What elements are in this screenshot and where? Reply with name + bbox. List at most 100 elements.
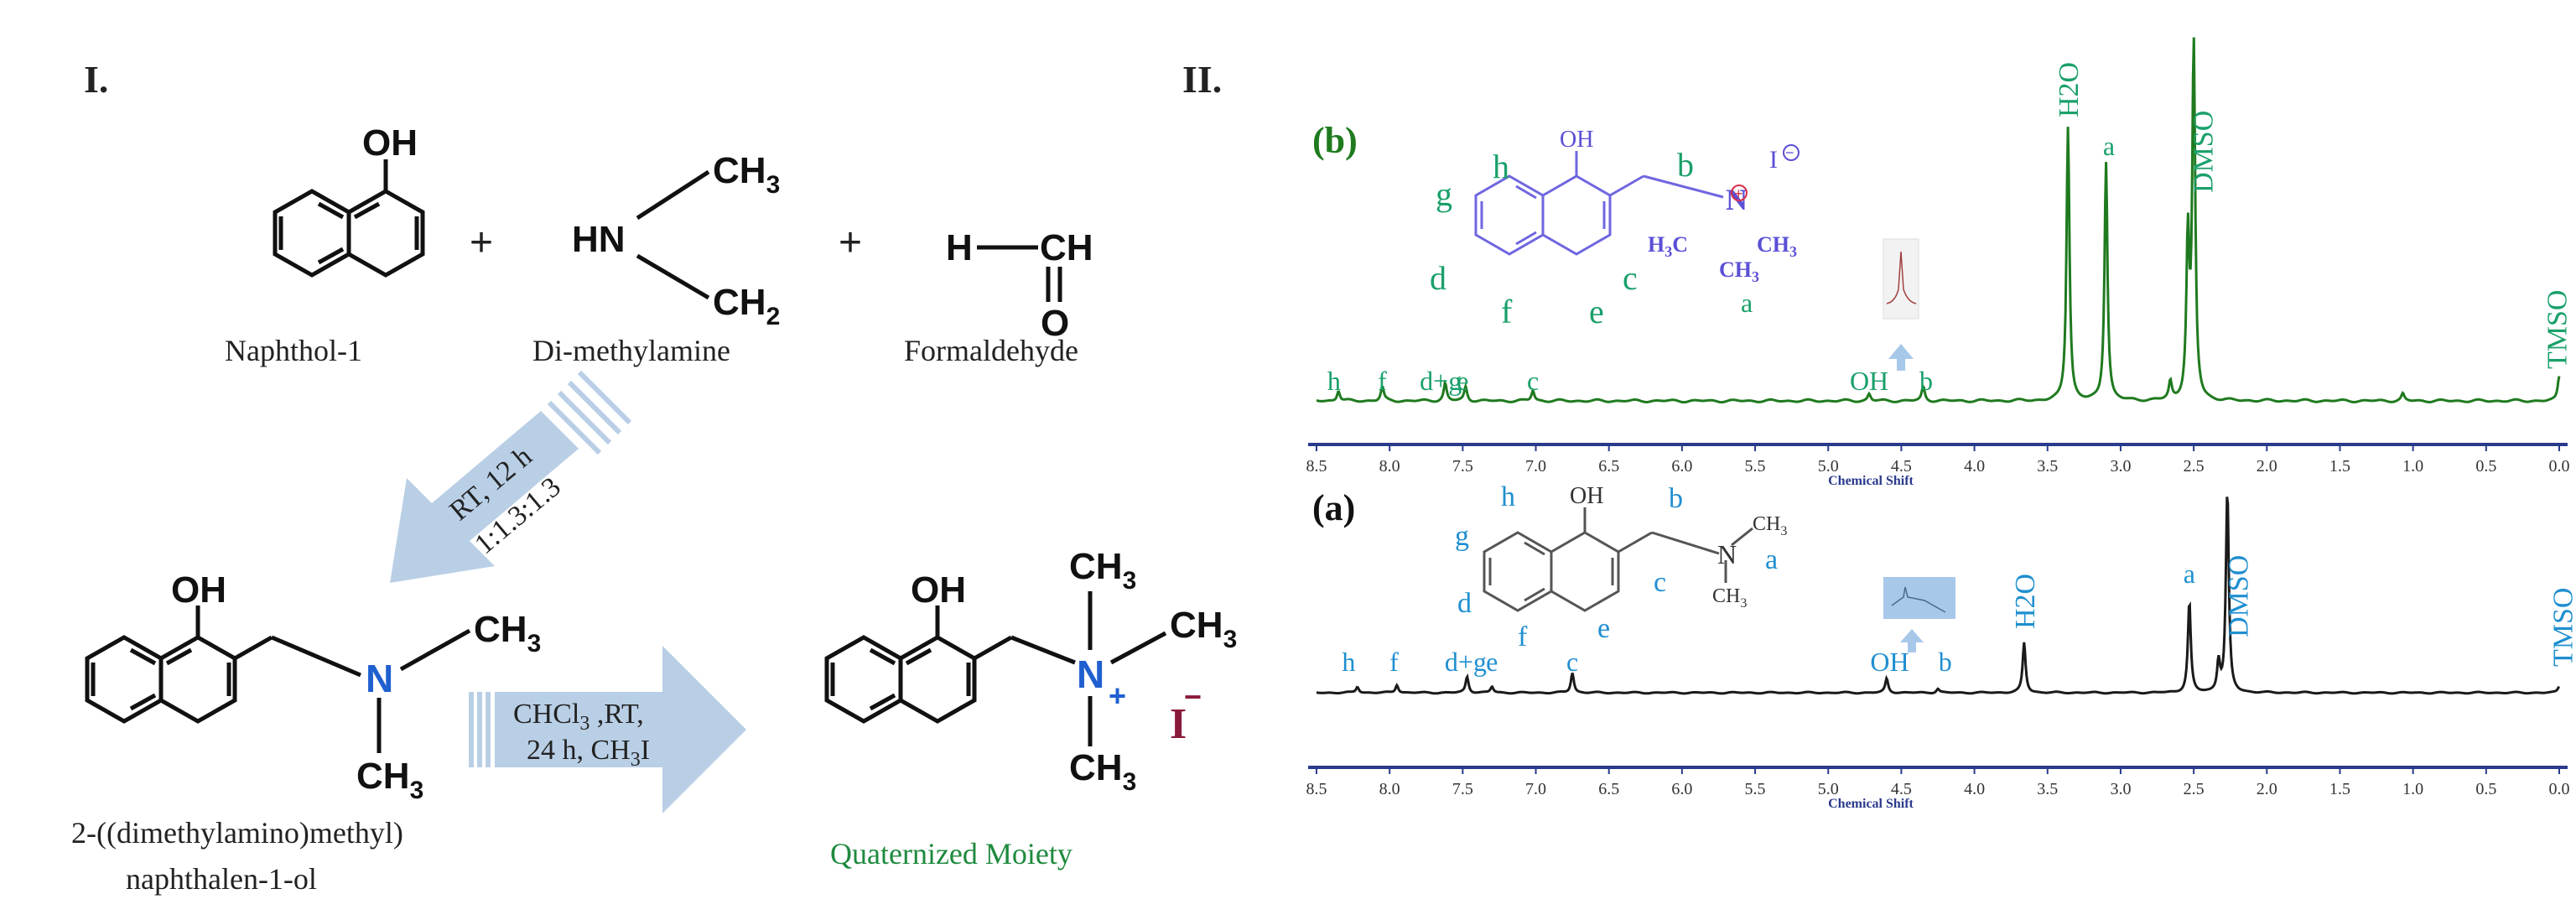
x-tick-label: 0.0 xyxy=(2549,780,2570,798)
step1-arrow-shape xyxy=(390,411,591,583)
structure-b-ch3-right-main: CH xyxy=(1757,232,1789,257)
naphthol-name: Naphthol-1 xyxy=(225,334,362,367)
x-tick-label: 8.0 xyxy=(1379,780,1400,798)
product-n: N xyxy=(1077,652,1104,696)
peak-label: OH xyxy=(1850,366,1888,396)
x-tick-label: 0.5 xyxy=(2475,457,2496,476)
step2-c1-a: CHCl xyxy=(513,699,579,730)
x-tick-label: 3.5 xyxy=(2037,457,2058,476)
structure-a-letter-g: g xyxy=(1455,521,1469,552)
x-tick-label: 2.0 xyxy=(2257,780,2277,798)
structure-a-ch3-bottom-sub: 3 xyxy=(1740,596,1747,611)
x-tick-label: 6.5 xyxy=(1598,780,1619,798)
plus-sign-1: + xyxy=(470,221,493,265)
x-tick-label: 7.0 xyxy=(1525,780,1546,798)
intermediate-structure xyxy=(85,606,471,753)
structure-b-minus-circle xyxy=(1783,144,1800,161)
spectrum-a-label: (a) xyxy=(1312,487,1355,528)
structure-a-letter-b: b xyxy=(1669,483,1683,514)
peak-label: TMSO xyxy=(2542,290,2573,369)
x-tick-label: 0.5 xyxy=(2475,780,2496,798)
structure-b-ch3-right: CH3 xyxy=(1757,232,1797,260)
intermediate-oh: OH xyxy=(171,569,226,611)
intermediate-ch3-top: CH3 xyxy=(474,609,541,658)
x-tick-label: 3.0 xyxy=(2110,457,2131,476)
x-tick-label: 4.5 xyxy=(1891,780,1912,798)
structure-a-ch3-bottom: CH3 xyxy=(1712,585,1747,611)
x-tick-label: 2.0 xyxy=(2257,457,2277,476)
structure-a-oh: OH xyxy=(1570,483,1603,509)
amine-name: Di-methylamine xyxy=(532,334,730,367)
product-oh: OH xyxy=(911,569,966,611)
structure-b-h3c-sub: 3 xyxy=(1665,243,1672,260)
product-ch3-right-sub: 3 xyxy=(1223,626,1238,653)
reaction-scheme: I. OH Naphthol-1 + HN CH3 CH2 Di-methyla… xyxy=(71,58,1237,896)
structure-b-ch3-right-sub: 3 xyxy=(1789,243,1797,260)
x-axis-label: Chemical Shift xyxy=(1828,797,1914,811)
intermediate-ch3-top-sub: 3 xyxy=(527,630,542,658)
structure-a-letter-e: e xyxy=(1597,613,1610,644)
spectrum-a-inset xyxy=(1883,577,1955,619)
structure-b-plus: + xyxy=(1734,185,1743,202)
step2-c2-a: 24 h, CH xyxy=(527,735,631,766)
formaldehyde-name: Formaldehyde xyxy=(904,334,1078,367)
x-tick-label: 4.0 xyxy=(1964,780,1985,798)
formaldehyde-o: O xyxy=(1041,303,1069,344)
intermediate-name-2: naphthalen-1-ol xyxy=(126,862,317,896)
product-name: Quaternized Moiety xyxy=(830,837,1072,871)
peak-label: f xyxy=(1378,366,1387,396)
product-ch3-bottom-main: CH xyxy=(1069,747,1123,788)
peak-label: h xyxy=(1342,647,1355,677)
structure-a-letter-a: a xyxy=(1765,544,1778,575)
naphthol-structure xyxy=(273,159,425,278)
structure-b-ch3-bottom-sub: 3 xyxy=(1752,268,1759,285)
intermediate-n: N xyxy=(366,657,393,700)
structure-a-letter-d: d xyxy=(1457,588,1472,619)
amine-ch3-main: CH xyxy=(713,150,766,191)
structure-a-ch3-bottom-main: CH xyxy=(1712,585,1740,607)
structure-b-letter-f: f xyxy=(1501,293,1513,330)
peak-label: d+g xyxy=(1445,647,1487,677)
formaldehyde-h: H xyxy=(946,227,973,268)
spectrum-b-inset xyxy=(1883,238,1919,320)
structure-a-ch3-right-main: CH xyxy=(1753,513,1780,535)
structure-b-letter-g: g xyxy=(1436,175,1452,213)
product-ch3-right-main: CH xyxy=(1170,605,1223,646)
amine-ch3: CH3 xyxy=(713,150,780,199)
structure-b-letter-e: e xyxy=(1589,293,1604,330)
structure-b-minus: − xyxy=(1785,144,1794,161)
step2-c1-b: ,RT, xyxy=(589,699,643,730)
structure-a xyxy=(1483,507,1753,612)
product-ch3-top: CH3 xyxy=(1069,546,1136,595)
spectrum-a-inset-peak xyxy=(1891,586,1946,613)
x-tick-label: 4.5 xyxy=(1891,457,1912,476)
x-tick-label: 1.5 xyxy=(2329,780,2350,798)
structure-b xyxy=(1474,151,1724,256)
structure-b-plus-circle xyxy=(1731,185,1748,201)
structure-a-letter-h: h xyxy=(1501,481,1515,512)
peak-label: b xyxy=(1939,647,1952,677)
peak-label: TMSO xyxy=(2547,588,2576,667)
x-tick-label: 7.5 xyxy=(1452,780,1473,798)
x-tick-label: 5.0 xyxy=(1818,457,1839,476)
x-tick-label: 7.5 xyxy=(1452,457,1473,476)
naphthol-oh: OH xyxy=(362,122,418,164)
peak-label: f xyxy=(1389,647,1399,677)
structure-a-ch3-right: CH3 xyxy=(1753,513,1787,538)
step2-c2-b: I xyxy=(641,735,650,766)
peak-label: c xyxy=(1527,366,1539,396)
x-tick-label: 8.5 xyxy=(1306,457,1327,476)
structure-b-letter-a: a xyxy=(1741,288,1753,318)
product-ch3-bottom-sub: 3 xyxy=(1123,768,1137,796)
x-tick-label: 1.5 xyxy=(2329,457,2350,476)
x-tick-label: 2.5 xyxy=(2184,780,2205,798)
spectrum-b-label: (b) xyxy=(1312,120,1358,161)
step2-arrow: CHCl3 ,RT, 24 h, CH3I xyxy=(469,646,746,813)
product-structure xyxy=(824,591,1167,746)
structure-b-iodide: I xyxy=(1769,146,1778,174)
amine-ch3-sub: 3 xyxy=(766,171,781,199)
